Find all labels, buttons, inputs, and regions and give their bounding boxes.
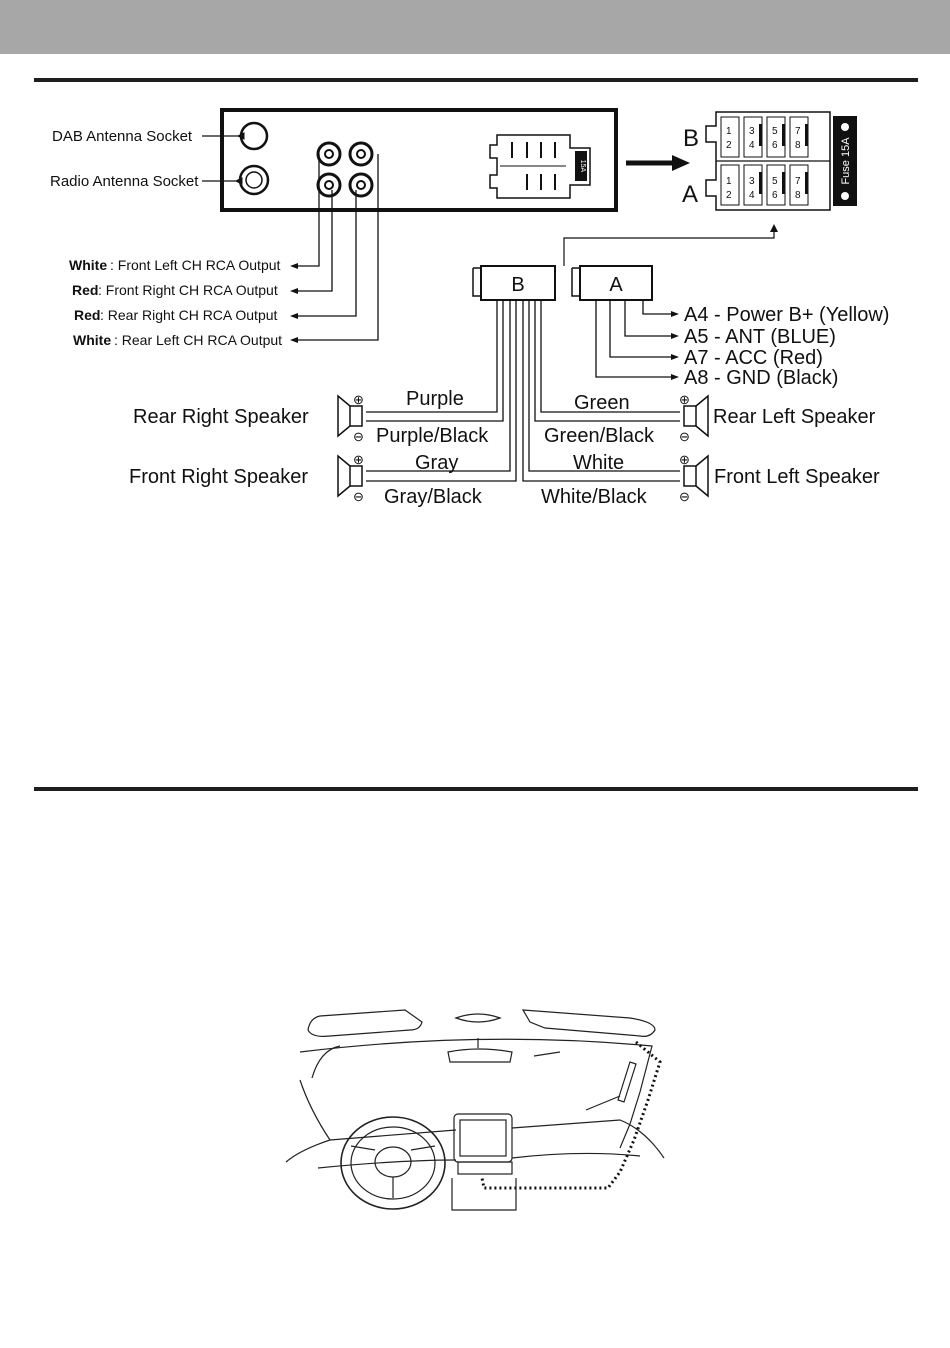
polarity-symbols: ⊕ ⊖ ⊕ ⊖ ⊕ ⊖ ⊕ ⊖ (353, 392, 690, 504)
svg-text:⊖: ⊖ (679, 429, 690, 444)
top-rule (34, 78, 918, 82)
svg-text:5: 5 (772, 126, 778, 137)
car-interior-illustration (285, 1009, 665, 1211)
speaker-labels: Rear Right Speaker Front Right Speaker R… (129, 388, 880, 508)
iso-socket: 15A (489, 134, 591, 199)
rca-label-3-text: : Rear Right CH RCA Output (100, 307, 278, 323)
speaker-wires (366, 300, 680, 482)
plug-a-label: A (609, 274, 623, 296)
svg-text:⊖: ⊖ (353, 429, 364, 444)
radio-socket-icon (238, 164, 270, 196)
rca-label-4-color: White (73, 332, 111, 348)
head-unit: 15A (220, 108, 618, 212)
middle-rule (34, 787, 918, 791)
svg-text:1: 1 (726, 176, 732, 187)
header-bar (0, 0, 950, 54)
svg-text:⊕: ⊕ (353, 392, 364, 407)
connector-b-letter: B (683, 125, 699, 152)
svg-text:6: 6 (772, 190, 778, 201)
speaker-rear-right-label: Rear Right Speaker (133, 406, 309, 428)
a-wire-label-a8: A8 - GND (Black) (684, 367, 838, 389)
a-wire-labels: A4 - Power B+ (Yellow) A5 - ANT (BLUE) A… (684, 304, 889, 389)
speaker-rear-left-icon (683, 394, 709, 438)
rca-label-2-text: : Front Right CH RCA Output (98, 282, 278, 298)
a-plug-wires (595, 300, 672, 378)
rca-label-4-text: : Rear Left CH RCA Output (114, 332, 282, 348)
wire-gray: Gray (415, 452, 458, 474)
a-wire-label-a5: A5 - ANT (BLUE) (684, 326, 836, 348)
rca-label-1-color: White (69, 257, 107, 273)
plug-a: A (571, 265, 653, 301)
rca-label-3-color: Red (74, 307, 100, 323)
svg-text:1: 1 (726, 126, 732, 137)
svg-text:7: 7 (795, 126, 801, 137)
svg-text:⊖: ⊖ (679, 489, 690, 504)
rca-label-2-color: Red (72, 282, 98, 298)
svg-text:⊕: ⊕ (679, 452, 690, 467)
rca-label-1-text: : Front Left CH RCA Output (110, 257, 281, 273)
svg-text:⊕: ⊕ (353, 452, 364, 467)
svg-text:8: 8 (795, 140, 801, 151)
rca-wires (298, 154, 379, 341)
svg-text:2: 2 (726, 140, 732, 151)
a-wire-label-a4: A4 - Power B+ (Yellow) (684, 304, 889, 326)
small-fuse-label: 15A (579, 160, 586, 173)
wire-purple-black: Purple/Black (376, 425, 489, 447)
connector-a-letter: A (682, 181, 698, 208)
iso-connector-pinout: B A 1 2 3 4 5 6 7 8 1 2 3 4 5 6 7 8 Fuse 15A (682, 111, 857, 211)
wire-gray-black: Gray/Black (384, 486, 483, 508)
svg-text:4: 4 (749, 140, 755, 151)
a-wire-label-a7: A7 - ACC (Red) (684, 347, 823, 369)
svg-text:4: 4 (749, 190, 755, 201)
svg-text:⊕: ⊕ (679, 392, 690, 407)
svg-text:⊖: ⊖ (353, 489, 364, 504)
svg-text:3: 3 (749, 126, 755, 137)
svg-text:6: 6 (772, 140, 778, 151)
svg-text:2: 2 (726, 190, 732, 201)
speaker-rear-left-label: Rear Left Speaker (713, 406, 876, 428)
rca-jacks (316, 141, 374, 198)
rca-labels: White : Front Left CH RCA Output Red : F… (69, 257, 282, 348)
svg-text:7: 7 (795, 176, 801, 187)
svg-text:8: 8 (795, 190, 801, 201)
antenna-cable-route (480, 1040, 662, 1190)
fuse-label: Fuse 15A (840, 137, 852, 185)
speaker-front-right-label: Front Right Speaker (129, 466, 308, 488)
plug-b: B (472, 265, 556, 301)
wire-green-black: Green/Black (544, 425, 655, 447)
dab-socket-label: DAB Antenna Socket (52, 128, 193, 145)
wire-green: Green (574, 392, 630, 414)
dab-socket-icon (239, 121, 269, 151)
speaker-front-left-label: Front Left Speaker (714, 466, 880, 488)
plug-b-label: B (511, 274, 524, 296)
wire-white: White (573, 452, 624, 474)
speaker-front-left-icon (683, 454, 709, 498)
svg-text:3: 3 (749, 176, 755, 187)
speaker-front-right-icon (337, 454, 363, 498)
speaker-rear-right-icon (337, 394, 363, 438)
svg-text:5: 5 (772, 176, 778, 187)
wire-purple: Purple (406, 388, 464, 410)
wire-white-black: White/Black (541, 486, 648, 508)
radio-socket-label: Radio Antenna Socket (50, 173, 199, 190)
